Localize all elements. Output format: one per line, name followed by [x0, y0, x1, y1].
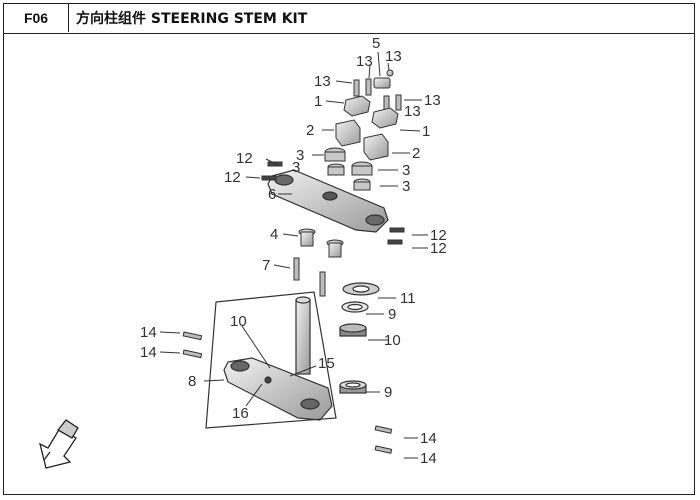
callout-4: 4 [270, 226, 278, 243]
part-mount-bolts-7 [293, 257, 326, 297]
callout-13-c: 13 [314, 73, 331, 90]
callout-3-a: 3 [296, 147, 304, 164]
callout-12-b: 12 [224, 169, 241, 186]
callout-3-c: 3 [402, 162, 410, 179]
callout-12-c: 12 [430, 227, 447, 244]
callout-6: 6 [268, 186, 276, 203]
callout-3-d: 3 [402, 178, 410, 195]
callout-14-c: 14 [420, 430, 437, 447]
part-bearing-9-upper [341, 301, 369, 313]
assembly-outline [205, 291, 337, 429]
callout-16: 16 [232, 405, 249, 422]
callout-10-right: 10 [384, 332, 401, 349]
diagram-frame: F06 方向柱组件 STEERING STEM KIT [3, 3, 695, 495]
callout-1-left: 1 [314, 93, 322, 110]
part-upper-triple-clamp [267, 169, 389, 233]
part-pinch-bolts-14 [182, 331, 393, 454]
callout-labels: 5 13 13 13 13 13 1 1 2 2 3 3 3 3 12 12 6… [140, 35, 447, 467]
part-nut [373, 69, 394, 89]
section-title: 方向柱组件 STEERING STEM KIT [76, 11, 308, 27]
callout-14-b: 14 [140, 344, 157, 361]
callout-12-a: 12 [236, 150, 253, 167]
callout-15: 15 [318, 355, 335, 372]
part-sleeves [298, 228, 344, 258]
part-rubber-bushings [324, 147, 373, 191]
part-lower-triple-clamp-stem [223, 296, 333, 421]
callout-13-b: 13 [356, 53, 373, 70]
front-direction-arrow-icon [39, 419, 79, 469]
header-bar: F06 方向柱组件 STEERING STEM KIT [4, 4, 694, 34]
part-handlebar-risers [335, 119, 389, 161]
callout-1-right: 1 [422, 123, 430, 140]
callout-8: 8 [188, 373, 196, 390]
callout-12-d: 12 [430, 240, 447, 257]
callout-2-right: 2 [412, 145, 420, 162]
callout-14-a: 14 [140, 324, 157, 341]
callout-13-d: 13 [424, 92, 441, 109]
part-dust-washer-11 [342, 282, 380, 296]
callout-7: 7 [262, 257, 270, 274]
callout-9-lower: 9 [384, 384, 392, 401]
part-bearing-9-lower [339, 380, 367, 394]
part-bearing-race-10 [339, 323, 367, 337]
part-handlebar-clamps [343, 95, 399, 129]
callout-10-left: 10 [230, 313, 247, 330]
callout-13-a: 13 [385, 48, 402, 65]
section-code: F06 [4, 4, 69, 32]
callout-3-b: 3 [292, 159, 300, 176]
callout-11: 11 [400, 290, 416, 307]
callout-5: 5 [372, 35, 380, 52]
leader-lines [159, 51, 428, 459]
callout-13-e: 13 [404, 103, 421, 120]
callout-9-upper: 9 [388, 306, 396, 323]
callout-2-left: 2 [306, 122, 314, 139]
callout-14-d: 14 [420, 450, 437, 467]
